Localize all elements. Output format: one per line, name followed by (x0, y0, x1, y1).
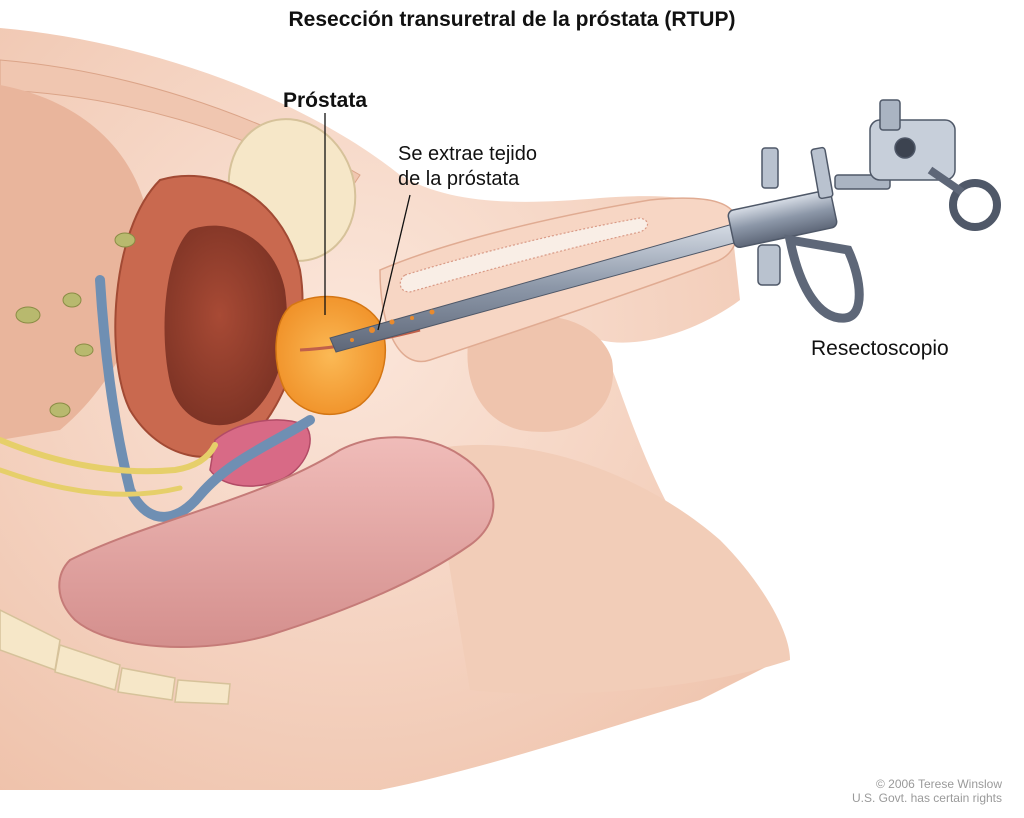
sacrum (0, 609, 231, 705)
pelvic-cavity (0, 85, 151, 440)
corpus-cavernosum (399, 217, 649, 293)
tissue-fragments (350, 309, 435, 342)
scrotum-shape (467, 315, 614, 432)
prostate-gland (275, 295, 387, 416)
resectoscope-handle (727, 99, 1001, 323)
resectoscope-label: Resectoscopio (811, 337, 949, 360)
rectum (58, 436, 495, 648)
ureter-2 (0, 467, 183, 497)
credit-line-1: © 2006 Terese Winslow (875, 777, 1002, 791)
tissue-removed-label: Se extrae tejido de la próstata (398, 142, 598, 192)
copyright-credit: © 2006 Terese Winslow U.S. Govt. has cer… (852, 777, 1002, 805)
diagram-title: Resección transuretral de la próstata (R… (288, 8, 736, 31)
tissue-leader-line (377, 194, 411, 331)
tissue-label-line-2: de la próstata (398, 168, 520, 190)
prostate-label: Próstata (283, 89, 368, 112)
ureter (0, 437, 218, 475)
tissue-label-line-1: Se extrae tejido (398, 143, 537, 165)
lymph-nodes (15, 232, 136, 418)
credit-line-2: U.S. Govt. has certain rights (851, 791, 1002, 805)
bladder-lumen (164, 225, 287, 426)
pelvic-vein (95, 275, 315, 522)
thigh-shape (430, 444, 790, 694)
